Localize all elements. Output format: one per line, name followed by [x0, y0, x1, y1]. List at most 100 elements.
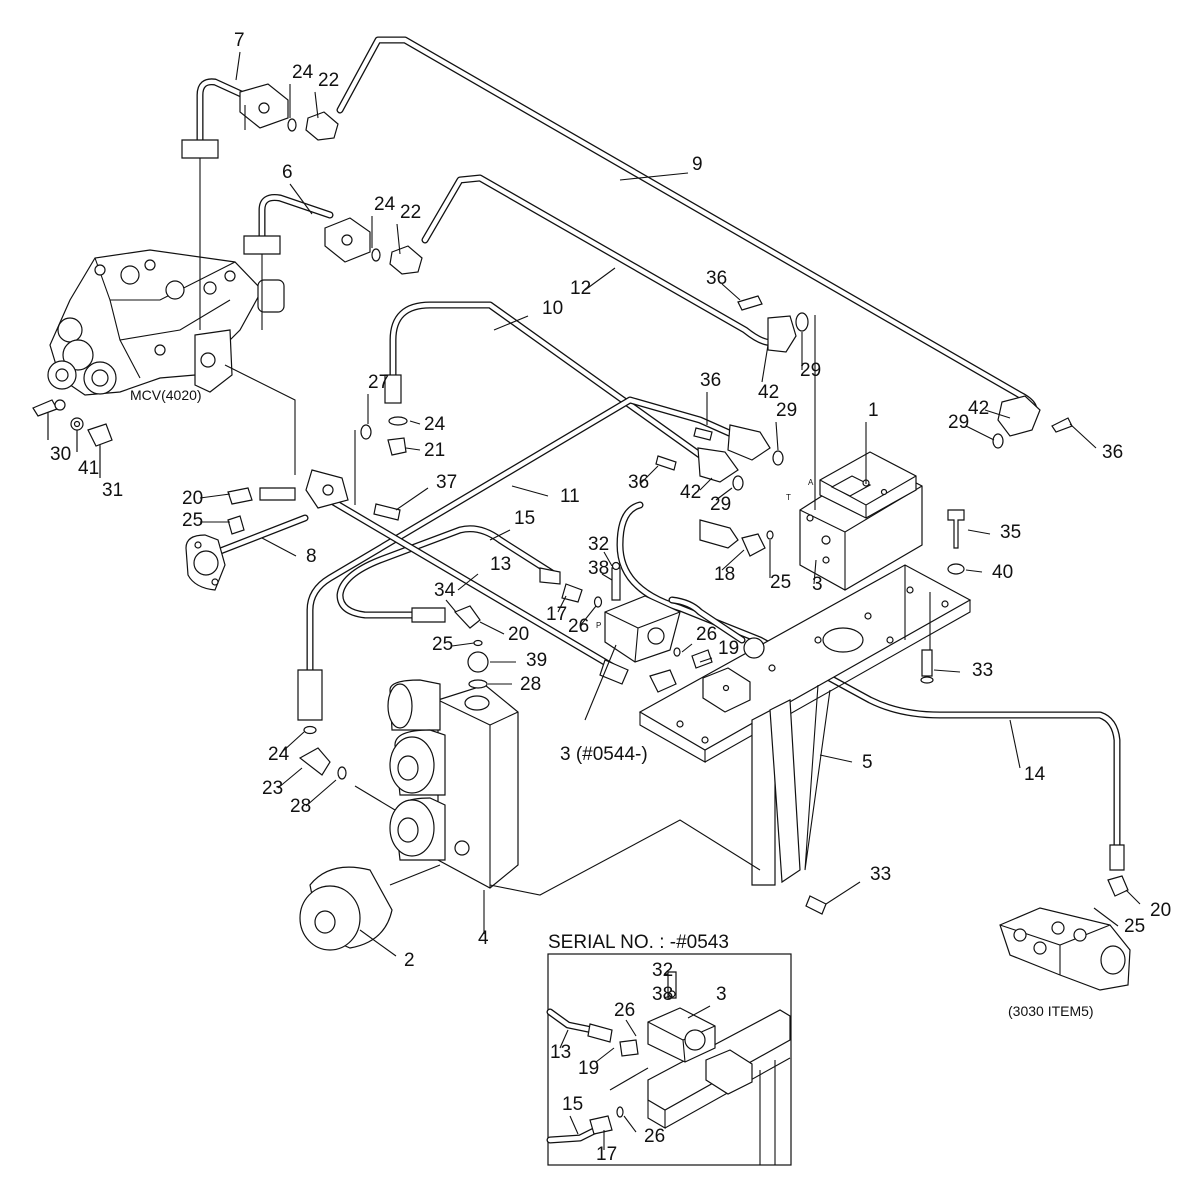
leader-line-p23: [277, 767, 303, 789]
part-number-p36c: 36: [628, 472, 649, 493]
part-number-p42c: 42: [680, 482, 701, 503]
item5-label: (3030 ITEM5): [1008, 1003, 1094, 1019]
part-number-p28a: 28: [520, 674, 541, 695]
leader-line-p18: [721, 549, 745, 571]
part-number-p27: 27: [368, 372, 389, 393]
part-number-p41: 41: [78, 458, 99, 479]
part-number-p26d: 26: [644, 1126, 665, 1147]
part-number-p22b: 22: [400, 202, 421, 223]
part-number-p38b: 38: [652, 984, 673, 1005]
mcv-label: MCV(4020): [130, 387, 202, 403]
part-number-p26c: 26: [614, 1000, 635, 1021]
leader-line-p26c: [625, 1019, 637, 1037]
part-number-p7: 7: [234, 30, 245, 51]
leader-line-p26a: [579, 605, 597, 627]
leader-line-p33a: [933, 669, 961, 673]
leader-line-p33b: [825, 881, 861, 905]
leader-line-p17a: [557, 595, 567, 613]
leader-line-p42c: [699, 477, 713, 491]
part-number-p1: 1: [868, 400, 879, 421]
tube-7-and-hose-9: [181, 36, 1041, 437]
leader-line-p34: [445, 599, 457, 613]
part-number-p36d: 36: [1102, 442, 1123, 463]
part-number-p42b: 42: [968, 398, 989, 419]
part-number-p15a: 15: [514, 508, 535, 529]
leader-line-p22a: [314, 91, 319, 119]
part-number-p14: 14: [1024, 764, 1046, 785]
filter-block-4: [354, 651, 761, 896]
fittings-27-24-21: [360, 416, 408, 456]
part-number-p22a: 22: [318, 70, 339, 91]
leader-line-p13a: [457, 573, 479, 591]
part-number-p17b: 17: [596, 1144, 617, 1165]
leader-line-p19a: [699, 657, 713, 663]
part-number-p20a: 20: [182, 488, 203, 509]
leader-line-p38b: [663, 995, 671, 999]
part-number-p9: 9: [692, 154, 703, 175]
part-number-p20b: 20: [508, 624, 529, 645]
part-number-p3b: 3: [716, 984, 727, 1005]
leader-line-p20c: [1125, 889, 1141, 905]
leader-line-p14: [1009, 719, 1021, 769]
part-number-p19a: 19: [718, 638, 739, 659]
part-number-p35: 35: [1000, 522, 1021, 543]
part-number-p17a: 17: [546, 604, 567, 625]
part-number-p30: 30: [50, 444, 71, 465]
switch-fittings: [32, 399, 113, 478]
part-number-p33a: 33: [972, 660, 993, 681]
part-number-p5: 5: [862, 752, 873, 773]
part-number-p6: 6: [282, 162, 293, 183]
part-number-p37: 37: [436, 472, 457, 493]
hose-10: [384, 301, 739, 483]
leader-line-p11: [511, 485, 549, 497]
part-number-p10: 10: [542, 298, 563, 319]
leader-line-p21: [405, 447, 421, 451]
part-number-p18: 18: [714, 564, 735, 585]
leader-line-p38a: [601, 573, 613, 581]
leader-line-p25c: [451, 642, 475, 647]
leader-line-p32a: [603, 551, 613, 567]
leader-line-p35: [967, 529, 991, 535]
3030-item5-block: (3030 ITEM5): [999, 907, 1131, 1019]
part-number-p24d: 24: [268, 744, 290, 765]
part-number-p2: 2: [404, 950, 415, 971]
part-number-p13a: 13: [490, 554, 511, 575]
leader-line-p26b: [681, 643, 693, 653]
leader-line-p10: [493, 315, 529, 331]
leader-line-p20b: [479, 621, 505, 635]
leader-line-p24c: [409, 420, 421, 425]
part-number-p33b: 33: [870, 864, 891, 885]
leader-line-p15a: [489, 529, 511, 541]
part-number-p36a: 36: [706, 268, 727, 289]
part-number-p19b: 19: [578, 1058, 599, 1079]
leader-line-p36c: [639, 465, 659, 485]
flange-block-8: [185, 364, 401, 591]
part-number-p8: 8: [306, 546, 317, 567]
leader-line-p42b: [984, 409, 1011, 419]
part-number-p29c: 29: [948, 412, 969, 433]
part-number-p11: 11: [560, 486, 580, 507]
part-number-p25b: 25: [770, 572, 791, 593]
hose-11: [297, 396, 771, 780]
part-number-p31: 31: [102, 480, 123, 501]
leader-line-p29c: [965, 425, 995, 441]
part-number-p26b: 26: [696, 624, 717, 645]
leader-line-p15b: [569, 1115, 579, 1135]
part-number-p24c: 24: [424, 414, 446, 435]
leader-line-p37: [395, 487, 429, 511]
leader-line-p28b: [305, 779, 337, 807]
leader-line-p36a: [721, 283, 741, 301]
relief-valve-3: P: [453, 561, 765, 721]
leader-line-p25d: [1093, 907, 1119, 927]
leader-line-p40: [965, 569, 983, 573]
part-number-p38a: 38: [588, 558, 609, 579]
part-number-p23: 23: [262, 778, 283, 799]
filter-cartridge-2: [299, 864, 441, 951]
valve-block-1: A T: [786, 315, 923, 591]
leader-line-p6: [289, 183, 313, 215]
inset-serial-0543: SERIAL NO. : -#0543: [546, 932, 792, 1166]
inset-title: SERIAL NO. : -#0543: [548, 932, 729, 953]
